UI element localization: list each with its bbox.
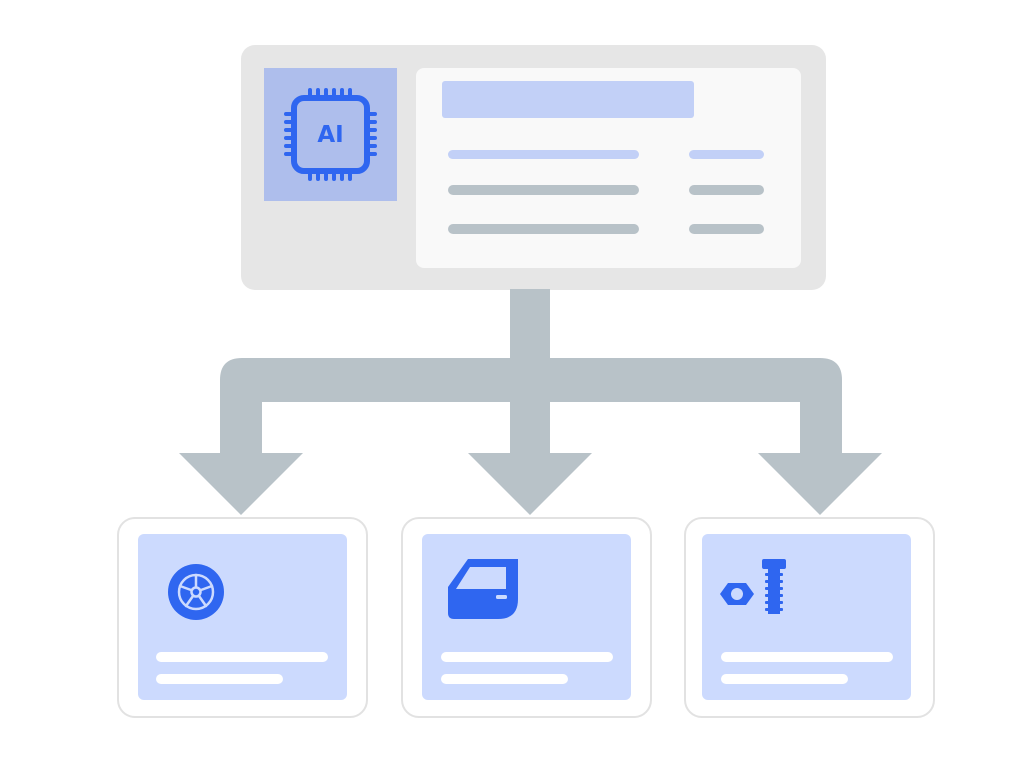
ai-chip-icon — [284, 88, 377, 181]
ai-chip-label: AI — [317, 121, 344, 148]
part-card-door-line-2 — [441, 674, 568, 684]
output-row-1-value — [689, 150, 764, 159]
nut-bolt-icon — [720, 559, 786, 614]
ai-chip-tile — [264, 68, 397, 201]
part-card-hardware-body — [702, 534, 911, 700]
car-door-icon — [448, 559, 518, 619]
part-card-hardware-line-2 — [721, 674, 848, 684]
center-arrowhead — [468, 453, 592, 515]
connector-center-drop — [510, 400, 550, 454]
wheel-icon — [168, 564, 224, 620]
output-heading-placeholder — [442, 81, 694, 118]
connector-stem — [510, 289, 550, 361]
part-card-door-line-1 — [441, 652, 613, 662]
output-row-3-value — [689, 224, 764, 234]
part-card-wheel-line-2 — [156, 674, 283, 684]
output-row-1-key — [448, 150, 639, 159]
part-card-hardware-line-1 — [721, 652, 893, 662]
left-arrowhead — [179, 453, 303, 515]
right-arrowhead — [758, 453, 882, 515]
connector-left-drop — [220, 400, 262, 454]
output-row-2-value — [689, 185, 764, 195]
output-row-3-key — [448, 224, 639, 234]
part-card-wheel-line-1 — [156, 652, 328, 662]
output-row-2-key — [448, 185, 639, 195]
part-card-wheel-body — [138, 534, 347, 700]
connector-branch — [220, 358, 842, 402]
connector-right-drop — [800, 400, 842, 454]
